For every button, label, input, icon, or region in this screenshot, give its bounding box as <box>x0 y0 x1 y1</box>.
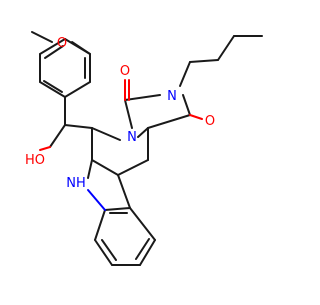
pyrido-bond <box>117 159 149 176</box>
indole-nh-label: NH <box>66 176 86 191</box>
benzo-bond <box>94 209 106 241</box>
phenol-ring-bond <box>39 38 66 55</box>
oh-bond <box>39 146 51 151</box>
ch-n-bond <box>91 127 121 141</box>
imide-bond <box>147 114 191 129</box>
butyl-bond <box>189 59 219 63</box>
pyrido-bond <box>137 127 149 138</box>
indole-n-bond <box>87 189 106 211</box>
benzo-bond <box>129 207 156 241</box>
imide-nitrogen-label: N <box>167 89 177 104</box>
benzo-double-bond <box>135 238 150 260</box>
imide-bond <box>124 99 133 129</box>
imide-bond <box>124 94 161 101</box>
imide-bond <box>182 94 191 116</box>
c-oh-side <box>49 124 66 148</box>
ring-nitrogen-label: N <box>127 130 137 145</box>
carbonyl-oxygen-top-label: O <box>120 64 130 79</box>
indole-c-bond <box>104 207 131 211</box>
structure-canvas: O O N O N HO NH <box>25 31 263 266</box>
molecule-drawing: O O N O N HO NH <box>25 31 263 266</box>
benzo-bond <box>139 239 156 266</box>
hydroxyl-label: HO <box>25 153 45 168</box>
methoxy-oxygen-label: O <box>57 36 67 51</box>
phenol-ring-bond <box>64 38 91 55</box>
phenol-ring-bond <box>39 81 66 98</box>
butyl-bond <box>217 35 235 61</box>
carbonyl-oxygen-right-label: O <box>205 114 215 129</box>
heteroatom-bonds <box>87 79 203 211</box>
pyrido-bond <box>91 159 119 176</box>
phenol-double-bond <box>44 45 64 59</box>
indole-bond <box>87 159 93 179</box>
methyl-bond <box>31 31 53 43</box>
butyl-bond <box>179 61 191 87</box>
phenol-ring-bond <box>64 81 91 98</box>
indole-c3-bond <box>117 174 131 209</box>
benzo-double-bond <box>101 239 117 261</box>
aryl-ch-bond <box>64 124 93 129</box>
benzo-bond <box>94 239 113 266</box>
phenol-double-bond <box>43 80 63 93</box>
carbonyl-right <box>189 114 203 120</box>
bonds <box>31 31 263 266</box>
